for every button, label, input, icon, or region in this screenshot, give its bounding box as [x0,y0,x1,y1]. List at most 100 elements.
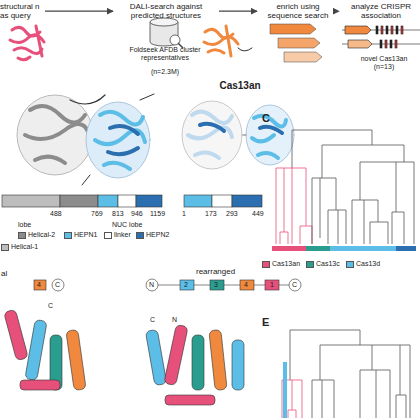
phylogenetic-tree [282,330,410,418]
gene-arrows [270,24,322,62]
figure-label: 173 [205,210,217,218]
art-shape [390,40,392,48]
art-shape [381,26,383,34]
helix-cartoon [4,309,244,405]
art-shape [330,246,396,251]
art-shape [226,26,231,56]
art-shape [180,280,194,290]
predicted-structure [204,26,252,56]
art-shape [238,48,252,51]
art-shape [278,38,320,48]
figure-label: 449 [252,210,264,218]
legend-swatch [18,232,26,239]
art-shape [34,280,46,290]
art-shape [265,280,279,290]
art-shape [212,195,232,207]
art-shape [272,246,306,251]
legend-item: Helical-1 [1,243,38,251]
art-shape [108,126,138,154]
art-shape [20,380,60,390]
legend-swatch [346,261,354,268]
art-shape [25,319,47,380]
cas13an-structure [182,101,294,169]
art-shape [306,246,330,251]
figure-label: C [48,302,53,310]
figure-label: 2 [184,281,188,289]
topology-diagram [34,279,301,291]
art-shape [2,195,60,207]
figure-label: N [149,281,154,289]
legend-swatch [262,261,270,268]
art-shape [210,280,224,290]
figure-label: Foldseek AFDB cluster representatives [128,46,202,61]
legend-text: Helical-1 [11,243,38,251]
art-shape [82,94,154,185]
art-shape [36,26,42,56]
figure-label: Cas13an [200,80,280,91]
figure-label: NUC lobe [112,221,142,229]
legend-text: HEPN1 [74,231,97,239]
step-text: structural n as query [0,2,42,20]
figure-label: 488 [50,210,62,218]
art-shape [18,57,30,60]
figure-label: 813 [112,210,124,218]
figure-label: C [150,316,155,324]
art-shape [208,50,224,53]
figure-label: C [55,281,60,289]
art-shape [232,340,244,390]
legend-item: Cas13c [306,260,340,268]
art-shape [270,24,316,34]
step-text: DALI-search against predicted structures [116,2,216,20]
art-shape [66,329,86,390]
figure-label: al [1,270,7,279]
figure-label: C [262,112,270,124]
figure-label: E [262,316,269,328]
step-box: analyze CRISPR association [342,2,420,20]
legend-text: HEPN2 [146,231,169,239]
art-shape [243,135,246,136]
legend-item: Helical-2 [18,231,55,239]
art-shape [312,145,414,244]
art-shape [391,26,393,34]
art-shape [386,26,388,34]
art-shape [284,52,322,62]
domain-bar [2,195,262,207]
legend-swatch [104,232,112,239]
step-box: DALI-search against predicted structures [116,2,216,20]
art-shape [204,37,238,45]
art-shape [246,105,294,165]
legend-swatch [64,232,72,239]
crispr-locus [342,26,420,48]
figure-label: (n=13) [348,63,420,71]
art-shape [188,112,232,158]
legend-item: linker [104,231,131,239]
query-protein [10,26,44,60]
art-shape [164,324,188,385]
legend-item: HEPN2 [136,231,169,239]
art-shape [385,40,387,48]
figure-label: lobe [18,221,31,229]
art-shape [146,279,158,291]
figure-label: 4 [244,281,248,289]
legend-text: linker [114,231,131,239]
art-shape [184,195,212,207]
art-shape [4,309,29,360]
art-shape [240,280,254,290]
art-shape [401,26,403,34]
phylogenetic-tree [276,130,414,244]
legend-item: Cas13d [346,260,380,268]
figure-label: (n=2.3M) [128,68,202,76]
art-shape [312,345,410,418]
figure-label: 946 [131,210,143,218]
art-shape [14,48,42,54]
art-shape [145,329,166,385]
art-shape [395,40,397,48]
figure-label: 1159 [150,210,165,218]
art-shape [70,95,105,104]
figure-label: 769 [91,210,103,218]
legend-swatch [1,244,9,251]
art-shape [136,195,162,207]
figure-label: 4 [37,281,41,289]
art-shape [209,330,227,391]
legend-swatch [136,232,144,239]
